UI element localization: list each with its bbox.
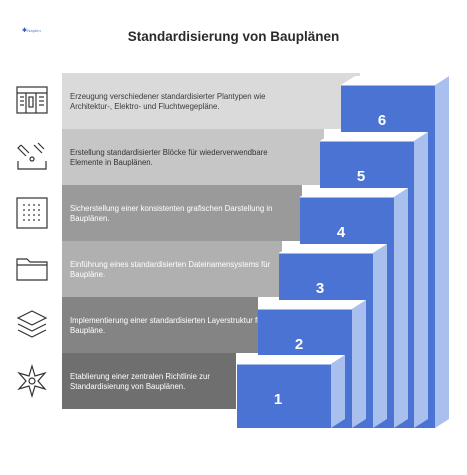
step-2-text: Implementierung einer standardisierten L… [70,316,265,335]
page-title: Standardisierung von Bauplänen [127,29,340,44]
step-2-number: 2 [295,336,303,353]
step-5-side [414,132,428,428]
step-1-top [237,355,345,364]
step-5-text: Erstellung standardisierter Blöcke für w… [70,148,268,167]
folder-icon [12,249,52,289]
step-6-side [435,76,449,428]
step-2-side [352,300,366,428]
logo: ✱Napkin [22,28,41,34]
step-1-number: 1 [274,391,282,408]
step-5-number: 5 [357,168,365,185]
step-1-front [237,364,331,428]
step-6-top [341,76,449,85]
band-step-4 [62,185,302,241]
compass-star-icon [12,361,52,401]
logo-text: Napkin [27,28,41,33]
step-5-top [320,132,428,141]
dotted-grid-icon [12,193,52,233]
band-step-3 [62,241,282,297]
step-3-top [279,244,387,253]
step-3-text: Einführung eines standardisierten Datein… [70,260,271,279]
step-6-text: Erzeugung verschiedener standardisierter… [70,92,266,111]
step-4-side [394,188,408,428]
step-4-top [300,188,408,197]
band-step-2 [62,297,258,353]
step-4-text: Sicherstellung einer konsistenten grafis… [70,204,273,223]
step-4-number: 4 [337,224,346,241]
step-1-text: Etablierung einer zentralen Richtlinie z… [70,372,210,391]
step-3-number: 3 [316,280,324,297]
step-1-side [331,355,345,428]
layers-icon [12,305,52,345]
band-step-1 [62,353,236,409]
step-3-side [373,244,387,428]
band-step-5 [62,129,324,185]
step-2-top [258,300,366,309]
tools-icon [12,137,52,177]
blueprint-panel-icon [12,81,52,121]
step-6-number: 6 [378,112,386,129]
band-step-6 [62,73,360,129]
